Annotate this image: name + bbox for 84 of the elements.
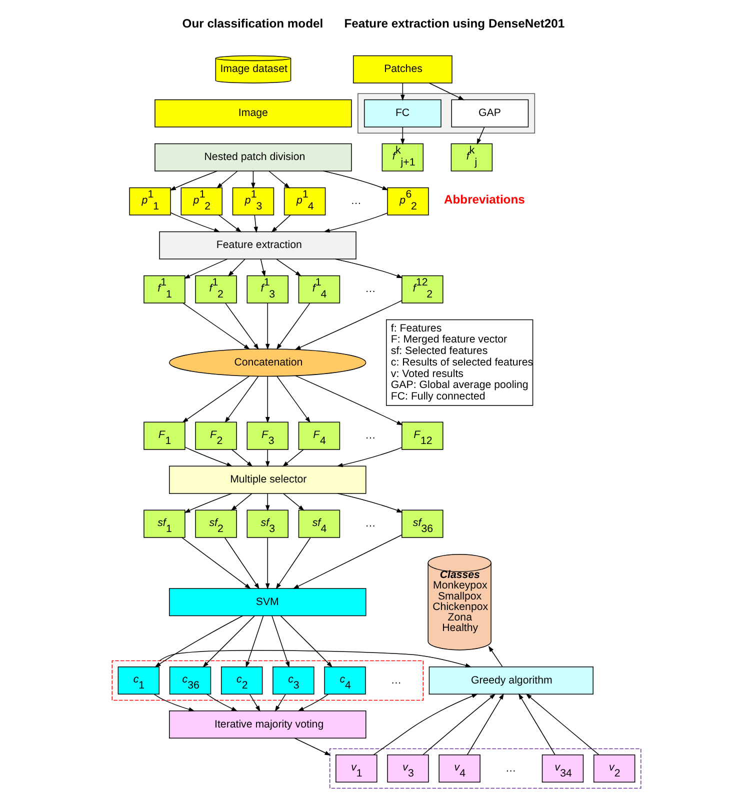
arrow xyxy=(323,170,388,190)
arrow xyxy=(202,616,255,668)
arrow xyxy=(224,537,260,590)
arrow xyxy=(337,493,403,513)
node-box: SVM xyxy=(169,588,366,616)
arrow xyxy=(298,694,329,712)
arrow xyxy=(488,646,503,668)
arrow xyxy=(251,170,256,189)
node-box: Nested patch division xyxy=(154,143,352,172)
arrow xyxy=(216,170,238,188)
arrow xyxy=(274,694,286,712)
arrow xyxy=(518,693,556,756)
arrow xyxy=(159,650,472,668)
arrow xyxy=(182,537,251,589)
arrow xyxy=(280,616,333,668)
arrow xyxy=(218,214,242,232)
arrow xyxy=(254,214,258,233)
arrow xyxy=(230,493,252,511)
arrow xyxy=(266,376,270,424)
arrow xyxy=(324,212,388,233)
arrow xyxy=(225,302,259,350)
arrow xyxy=(182,302,250,350)
node-ellipse: Concatenation xyxy=(169,348,366,377)
arrow xyxy=(206,694,238,712)
arrow xyxy=(466,693,504,756)
arrow xyxy=(400,126,405,145)
arrow xyxy=(400,82,405,101)
node-box: Image xyxy=(154,99,352,128)
arrow xyxy=(295,375,403,426)
arrow xyxy=(335,258,403,278)
node-box: Iterative majority voting xyxy=(169,710,366,739)
label: … xyxy=(390,674,402,686)
label: Our classification model xyxy=(182,16,324,30)
label: … xyxy=(365,283,376,296)
arrow xyxy=(283,493,304,511)
arrow xyxy=(266,493,270,512)
arrow xyxy=(292,534,402,589)
label: … xyxy=(350,195,362,208)
node-box: f: Features F: Merged feature vector sf: Selected features c: Results of selected features v: Voted results GAP: Global average pooling FC: Fully connected xyxy=(386,319,534,406)
node-box: Greedy algorithm xyxy=(428,666,594,695)
arrow xyxy=(276,302,310,350)
node-box: GAP xyxy=(451,99,529,128)
arrow xyxy=(422,694,496,756)
cluster xyxy=(329,748,642,789)
arrow xyxy=(184,258,228,279)
arrow xyxy=(224,376,259,423)
arrow xyxy=(294,738,331,756)
label: … xyxy=(365,518,376,530)
arrow xyxy=(154,694,195,712)
arrow xyxy=(266,449,270,468)
node-box: Feature extraction xyxy=(159,231,356,260)
arrow xyxy=(170,170,218,190)
arrow xyxy=(266,302,270,350)
arrow xyxy=(271,214,291,232)
arrow xyxy=(260,258,266,277)
arrow xyxy=(246,616,264,668)
arrow xyxy=(154,615,243,668)
node-box: FC xyxy=(364,99,442,128)
arrow xyxy=(282,449,304,467)
node-box: Multiple selector xyxy=(169,466,366,494)
arrow xyxy=(228,258,246,277)
arrow xyxy=(266,537,270,590)
arrow xyxy=(276,258,302,276)
arrow xyxy=(170,212,220,232)
arrow xyxy=(476,126,485,145)
arrow xyxy=(373,694,478,756)
node-box: Patches xyxy=(352,55,452,84)
arrow xyxy=(182,376,250,423)
arrow xyxy=(428,82,464,100)
arrow xyxy=(336,447,402,468)
arrow xyxy=(268,170,290,188)
label: Abbreviations xyxy=(444,192,525,207)
arrow xyxy=(526,693,600,756)
label: Feature extraction using DenseNet201 xyxy=(344,16,565,30)
arrow xyxy=(184,493,232,513)
label: … xyxy=(365,430,376,442)
arrow xyxy=(184,446,233,467)
arrow xyxy=(276,537,311,590)
arrow xyxy=(294,300,402,350)
arrow xyxy=(231,449,253,467)
arrow xyxy=(272,616,290,668)
arrow xyxy=(249,694,260,712)
arrow xyxy=(276,376,310,423)
label: … xyxy=(505,762,516,774)
